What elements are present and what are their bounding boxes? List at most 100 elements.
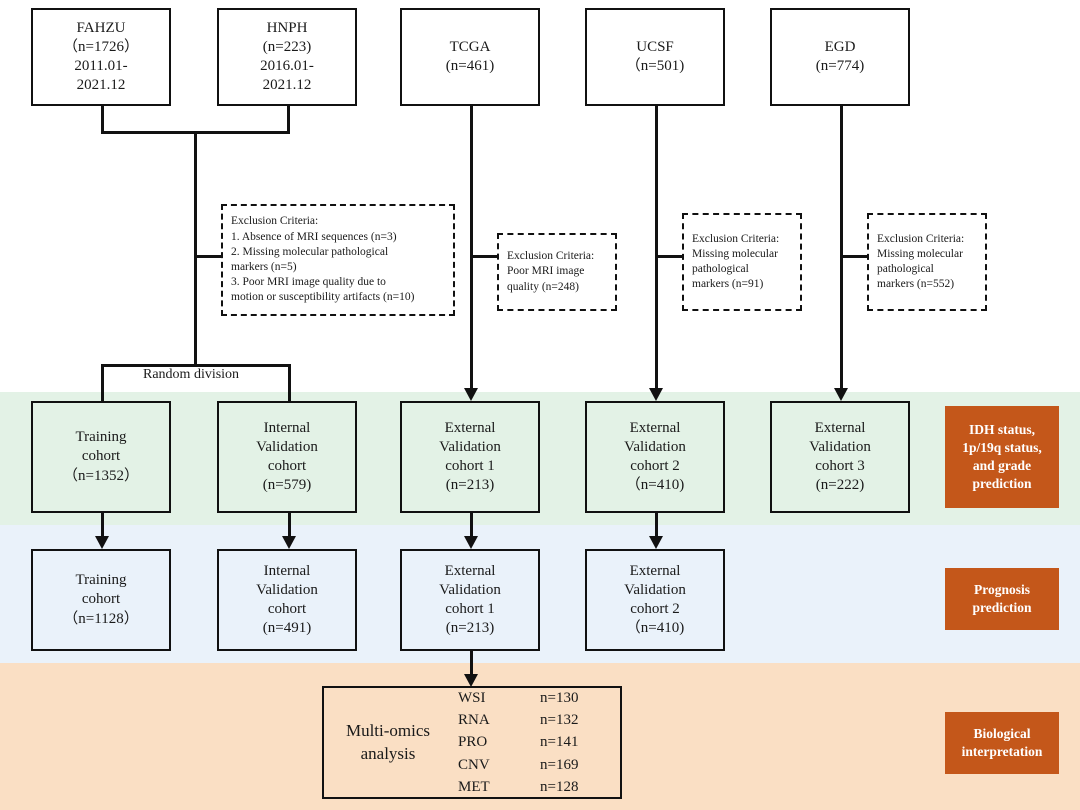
multi-omics-rows: WSI n=130 RNA n=132 PRO n=141 CNV n=169 … bbox=[452, 687, 620, 798]
exclusion-line: pathological bbox=[692, 263, 749, 275]
exclusion-line: Poor MRI image bbox=[507, 265, 585, 278]
multi-omics-row-met: MET n=128 bbox=[458, 776, 620, 798]
exclusion-line: motion or susceptibility artifacts (n=10… bbox=[231, 291, 415, 304]
source-period-end: 2021.12 bbox=[262, 77, 312, 94]
connector-ext1a-to-ext1b bbox=[470, 512, 473, 540]
arrow-ucsf-to-ext2 bbox=[649, 388, 663, 401]
source-box-tcga[interactable]: TCGA (n=461) bbox=[400, 8, 540, 106]
exclusion-line: 2. Missing molecular pathological bbox=[231, 245, 389, 258]
source-period-end: 2021.12 bbox=[76, 77, 126, 94]
cohort-training-row1[interactable]: Training cohort （n=1352） bbox=[31, 401, 171, 513]
exclusion-box-ucsf: Exclusion Criteria: Missing molecular pa… bbox=[682, 213, 802, 311]
cohort-count: （n=410) bbox=[625, 620, 685, 637]
cohort-internal-validation-row1[interactable]: Internal Validation cohort (n=579) bbox=[217, 401, 357, 513]
multi-omics-row-pro: PRO n=141 bbox=[458, 731, 620, 753]
source-box-ucsf[interactable]: UCSF （n=501) bbox=[585, 8, 725, 106]
connector-tcga-down bbox=[470, 105, 473, 390]
cohort-line: cohort bbox=[81, 448, 121, 465]
cohort-line: Internal bbox=[263, 419, 311, 436]
cohort-line: Validation bbox=[256, 438, 318, 455]
cohort-line: cohort 2 bbox=[630, 601, 680, 617]
cohort-external-validation-2-row1[interactable]: External Validation cohort 2 （n=410) bbox=[585, 401, 725, 513]
connector-ext1b-to-omics bbox=[470, 650, 473, 678]
cohort-count: （n=410) bbox=[625, 477, 685, 494]
cohort-count: (n=491) bbox=[262, 620, 312, 637]
connector-int1-to-int2 bbox=[288, 512, 291, 540]
exclusion-box-internal: Exclusion Criteria: 1. Absence of MRI se… bbox=[221, 204, 455, 316]
connector-egd-down bbox=[840, 105, 843, 390]
exclusion-line: 3. Poor MRI image quality due to bbox=[231, 276, 386, 289]
source-count: （n=1726） bbox=[63, 38, 139, 55]
source-box-egd[interactable]: EGD (n=774) bbox=[770, 8, 910, 106]
cohort-line: Validation bbox=[809, 438, 871, 455]
exclusion-line: Missing molecular bbox=[877, 247, 963, 260]
cohort-external-validation-3-row1[interactable]: External Validation cohort 3 (n=222) bbox=[770, 401, 910, 513]
source-name: EGD bbox=[824, 38, 856, 55]
source-name: HNPH bbox=[266, 19, 308, 36]
tag-line: interpretation bbox=[961, 744, 1043, 759]
cohort-external-validation-2-row2[interactable]: External Validation cohort 2 （n=410) bbox=[585, 549, 725, 651]
arrow-ext1b-to-omics bbox=[464, 674, 478, 687]
connector-ext2a-to-ext2b bbox=[655, 512, 658, 540]
cohort-line: External bbox=[629, 419, 681, 436]
cohort-line: External bbox=[444, 419, 496, 436]
connector-fahzu-down bbox=[101, 105, 104, 133]
tag-line: Biological bbox=[973, 726, 1031, 742]
multi-omics-row-rna: RNA n=132 bbox=[458, 709, 620, 731]
omics-value: n=128 bbox=[540, 778, 579, 795]
cohort-count: (n=213) bbox=[445, 477, 495, 494]
cohort-count: (n=579) bbox=[262, 477, 312, 494]
tag-line: 1p/19q status, bbox=[962, 440, 1042, 456]
omics-key: RNA bbox=[458, 712, 490, 729]
cohort-line: cohort bbox=[267, 458, 307, 474]
connector-tcga-to-exclusion bbox=[470, 255, 498, 258]
tag-biological-interpretation[interactable]: Biological interpretation bbox=[945, 712, 1059, 774]
source-box-fahzu[interactable]: FAHZU （n=1726） 2011.01- 2021.12 bbox=[31, 8, 171, 106]
tag-line: Prognosis bbox=[973, 582, 1030, 598]
cohort-line: External bbox=[444, 562, 496, 579]
cohort-internal-validation-row2[interactable]: Internal Validation cohort (n=491) bbox=[217, 549, 357, 651]
source-box-hnph[interactable]: HNPH (n=223) 2016.01- 2021.12 bbox=[217, 8, 357, 106]
connector-train1-to-train2 bbox=[101, 512, 104, 540]
cohort-line: External bbox=[629, 562, 681, 579]
tag-line: and grade bbox=[972, 458, 1032, 473]
exclusion-line: Missing molecular bbox=[692, 247, 778, 260]
tag-line: prediction bbox=[972, 600, 1032, 615]
source-period-start: 2011.01- bbox=[74, 58, 128, 74]
cohort-external-validation-1-row2[interactable]: External Validation cohort 1 (n=213) bbox=[400, 549, 540, 651]
cohort-line: External bbox=[814, 419, 866, 436]
cohort-training-row2[interactable]: Training cohort （n=1128） bbox=[31, 549, 171, 651]
omics-value: n=141 bbox=[540, 734, 579, 751]
omics-key: WSI bbox=[458, 690, 486, 707]
arrow-tcga-to-ext1 bbox=[464, 388, 478, 401]
omics-key: CNV bbox=[458, 756, 490, 773]
exclusion-title: Exclusion Criteria: bbox=[877, 232, 965, 245]
omics-value: n=169 bbox=[540, 756, 579, 773]
band-prognosis bbox=[0, 525, 1080, 663]
exclusion-line: markers (n=552) bbox=[877, 278, 955, 291]
tag-prognosis-prediction[interactable]: Prognosis prediction bbox=[945, 568, 1059, 630]
omics-value: n=130 bbox=[540, 690, 579, 707]
exclusion-line: quality (n=248) bbox=[507, 280, 579, 293]
cohort-external-validation-1-row1[interactable]: External Validation cohort 1 (n=213) bbox=[400, 401, 540, 513]
source-count: (n=223) bbox=[262, 38, 312, 55]
arrow-ext1a-to-ext1b bbox=[464, 536, 478, 549]
source-period-start: 2016.01- bbox=[260, 58, 314, 74]
cohort-line: cohort bbox=[267, 601, 307, 617]
source-count: (n=461) bbox=[445, 58, 495, 74]
multi-omics-title-line-2: analysis bbox=[360, 743, 416, 763]
random-division-label: Random division bbox=[140, 367, 243, 383]
cohort-count: （n=1128） bbox=[63, 610, 139, 627]
omics-key: PRO bbox=[458, 734, 488, 751]
source-count: (n=774) bbox=[815, 58, 865, 74]
multi-omics-box[interactable]: Multi-omics analysis WSI n=130 RNA n=132… bbox=[322, 686, 622, 799]
exclusion-title: Exclusion Criteria: bbox=[231, 215, 319, 228]
connector-random-right bbox=[288, 364, 291, 401]
connector-ucsf-down bbox=[655, 105, 658, 390]
exclusion-box-tcga: Exclusion Criteria: Poor MRI image quali… bbox=[497, 233, 617, 311]
exclusion-title: Exclusion Criteria: bbox=[507, 250, 595, 263]
tag-idh-status-prediction[interactable]: IDH status, 1p/19q status, and grade pre… bbox=[945, 406, 1059, 508]
cohort-line: cohort 1 bbox=[445, 601, 495, 617]
connector-egd-to-exclusion bbox=[840, 255, 868, 258]
